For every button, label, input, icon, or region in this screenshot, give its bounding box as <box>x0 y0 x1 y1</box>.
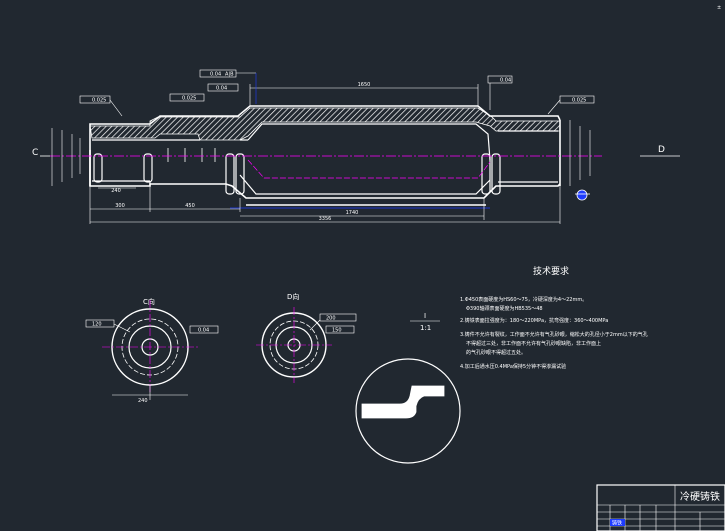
corner-mark: ± <box>717 5 721 11</box>
right-plug-1 <box>481 153 491 195</box>
tech-title: 技术要求 <box>533 265 569 277</box>
detail-i: I 1:1 <box>355 312 461 464</box>
tech-req-3c: 的气孔砂眼不得超过五处。 <box>466 349 526 356</box>
left-plug-2 <box>143 153 153 183</box>
outer-contour-bottom <box>89 150 561 199</box>
svg-text:120: 120 <box>92 322 102 328</box>
d-arrow-label: D <box>658 145 665 155</box>
dim-450: 450 <box>185 203 195 209</box>
svg-text:0.04: 0.04 <box>198 328 209 334</box>
d-view-title: D向 <box>287 292 299 301</box>
tech-requirements: 技术要求 1.Φ450表面硬度为HS60～75，冷硬深度为4～22mm。 Φ39… <box>460 265 648 370</box>
svg-text:200: 200 <box>326 316 336 322</box>
svg-text:0.025: 0.025 <box>92 98 106 104</box>
detail-scale: 1:1 <box>420 324 431 332</box>
title-block: 冷硬铸铁 铸铁 <box>596 484 725 531</box>
dim-1650: 1650 <box>358 82 371 88</box>
middle-plug-2 <box>235 153 245 195</box>
left-plug-1 <box>93 153 103 183</box>
tech-req-1: 1.Φ450表面硬度为HS60～75，冷硬深度为4～22mm。 <box>460 296 587 303</box>
dim-1740: 1740 <box>346 210 359 216</box>
dim-240: 240 <box>111 188 121 194</box>
tech-req-4: 4.加工后通水压0.4MPa保持5分钟不得渗漏试验 <box>460 363 566 370</box>
upper-wall-hatch <box>89 107 561 141</box>
c-view: C向 240 120 0.04 <box>85 297 219 404</box>
svg-text:0.04: 0.04 <box>210 72 221 78</box>
dim-3356: 3356 <box>319 216 332 222</box>
detail-ref: I <box>424 312 426 320</box>
svg-text:0.025: 0.025 <box>572 98 586 104</box>
svg-text:150: 150 <box>332 328 342 334</box>
inner-bore-top <box>247 123 491 161</box>
c-arrow-label: C <box>32 148 38 158</box>
tolerance-frames: 0.025 0.025 0.04 A|B 0.04 0.04 0.025 <box>79 69 595 117</box>
tech-req-3b: 不得超过三处，非工作面不允许有气孔砂眼缺陷，非工作面上 <box>466 340 601 347</box>
svg-text:0.04: 0.04 <box>500 78 511 84</box>
tech-req-2: 2.铸铁表面拉强度为：180～220MPa，抗弯强度：360～400MPa <box>460 317 608 324</box>
c-dim-240: 240 <box>138 398 148 404</box>
svg-text:A|B: A|B <box>225 72 234 78</box>
right-plug-2 <box>491 153 501 195</box>
tech-req-1b: Φ390轴颈表面硬度为HB535～48 <box>466 305 543 312</box>
material: 铸铁 <box>612 520 622 527</box>
outer-contour-top <box>89 105 561 128</box>
center-line-curve <box>247 159 491 179</box>
shaft-section <box>50 105 602 209</box>
d-view: D向 200 150 <box>256 292 357 383</box>
dim-300: 300 <box>115 203 125 209</box>
c-view-title: C向 <box>143 297 155 306</box>
tech-req-3: 3.铸件不允许有裂纹，工作面不允许有气孔砂眼，缩松大的孔径小于2mm以下的气孔 <box>460 331 648 338</box>
drawing-name: 冷硬铸铁 <box>680 490 720 503</box>
blue-marker <box>576 189 588 201</box>
svg-text:0.025: 0.025 <box>182 96 196 102</box>
inner-bore-bottom <box>239 174 491 195</box>
svg-text:0.04: 0.04 <box>216 86 227 92</box>
middle-plug-1 <box>225 153 235 195</box>
dimensions: 1650 300 450 1740 3356 240 <box>51 82 591 224</box>
